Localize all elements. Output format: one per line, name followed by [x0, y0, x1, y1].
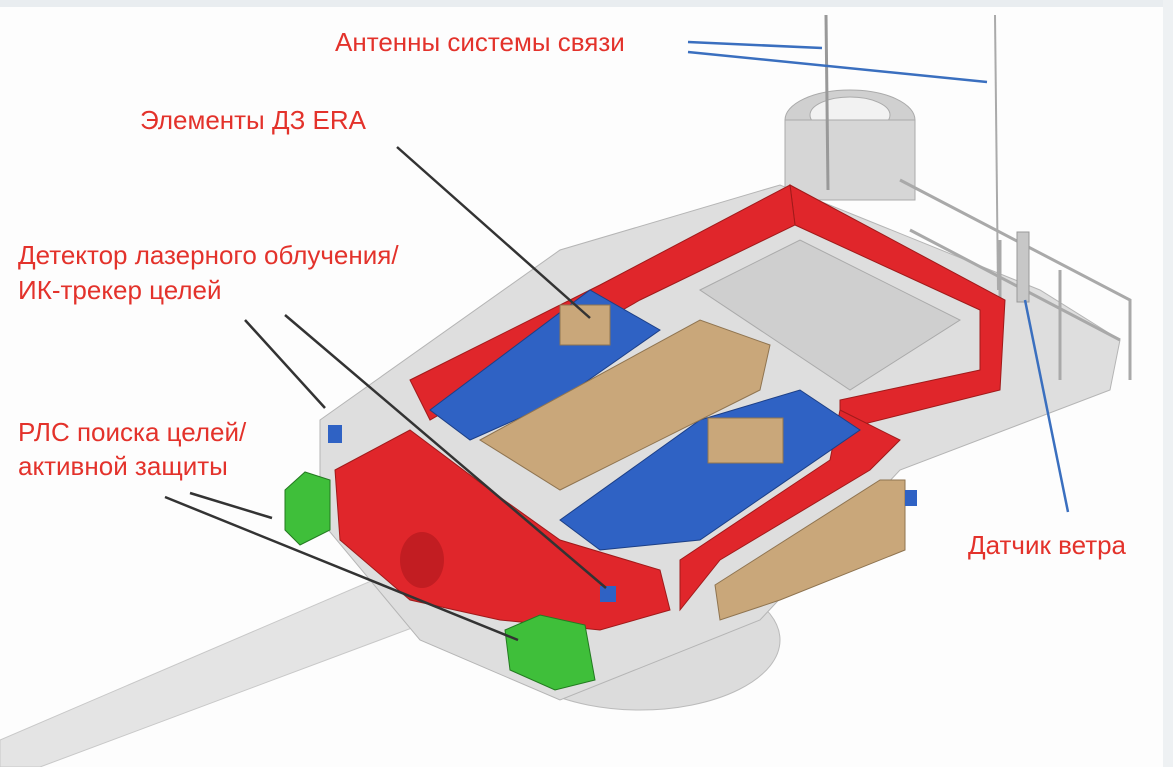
railing	[899, 178, 1132, 380]
era-roof	[479, 319, 771, 491]
era-side	[714, 479, 906, 621]
armor-rear	[789, 184, 1006, 431]
armor-right	[679, 409, 901, 612]
top-border	[0, 0, 1173, 7]
era-block-2	[707, 417, 784, 464]
radar-front	[504, 614, 596, 691]
right-border	[1163, 0, 1173, 767]
gun-barrel	[0, 559, 461, 767]
label-antennas: Антенны системы связи	[335, 27, 625, 57]
era-block-1	[559, 304, 611, 346]
laser-detector-2	[600, 586, 616, 602]
radar-left	[284, 471, 331, 546]
antenna-1	[824, 14, 830, 191]
label-radar-line2: активной защиты	[18, 451, 228, 481]
label-laser-detector-line1: Детектор лазерного облучения/	[18, 240, 399, 270]
antenna-2	[994, 14, 999, 291]
leader-lines	[164, 40, 1070, 642]
laser-detector-3	[905, 490, 917, 506]
label-laser-detector-line2: ИК-трекер целей	[18, 275, 222, 305]
wind-sensor	[1016, 231, 1030, 303]
label-era: Элементы ДЗ ERA	[140, 105, 366, 135]
laser-detector-1	[328, 425, 342, 443]
label-wind-sensor: Датчик ветра	[968, 530, 1127, 560]
label-radar-line1: РЛС поиска целей/	[18, 417, 247, 447]
